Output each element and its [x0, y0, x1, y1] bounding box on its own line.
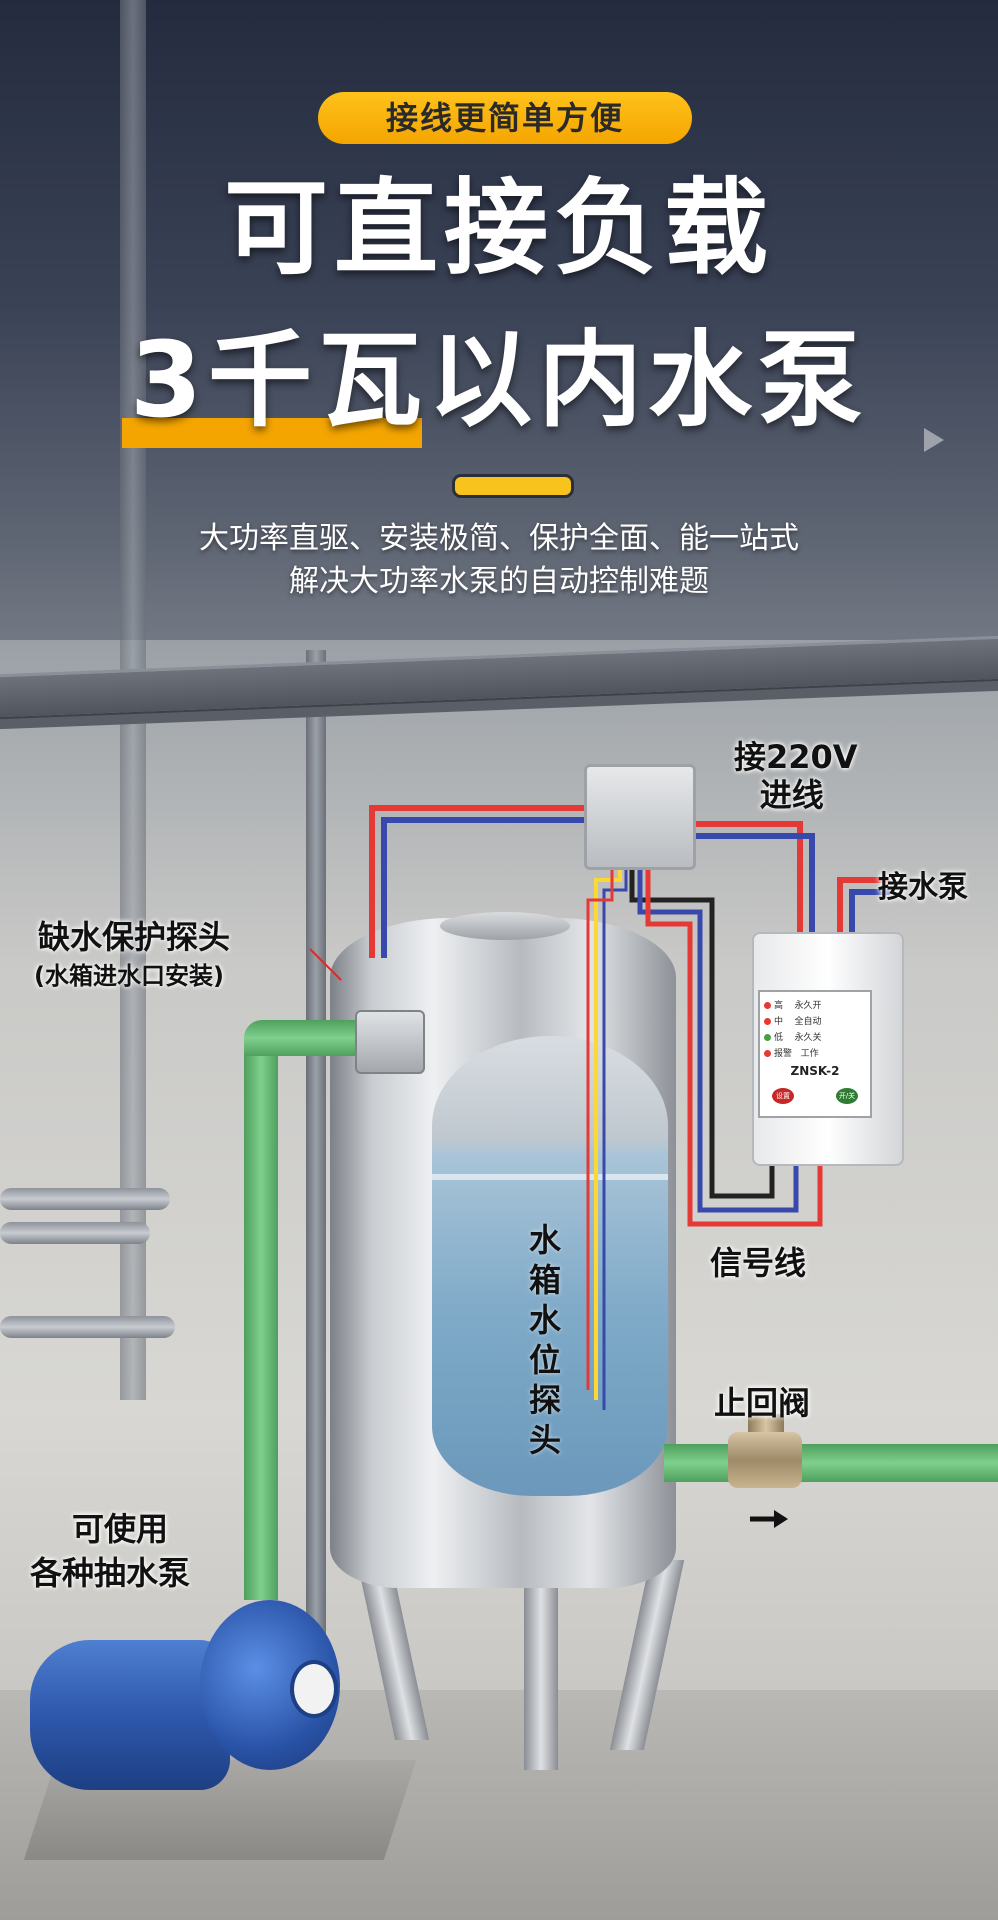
controller-row: 中 全自动	[764, 1014, 821, 1027]
controller-panel: 高 永久开 中 全自动 低 永久关 报警 工作 ZNSK-2 设置 开/关	[758, 990, 872, 1118]
dry-probe-sublabel: (水箱进水口安装)	[34, 962, 224, 990]
row-right-label: 工作	[800, 1049, 819, 1059]
power-input-line-2: 进线	[759, 776, 824, 814]
pump-inlet	[290, 1660, 338, 1718]
level-probe-char: 位	[528, 1341, 561, 1379]
check-valve	[728, 1432, 802, 1488]
controller-row: 低 永久关	[764, 1030, 821, 1043]
led-icon	[764, 1034, 771, 1041]
any-pump-label-1: 可使用	[72, 1510, 169, 1548]
water-surface	[432, 1174, 668, 1180]
level-probe-char: 水	[528, 1221, 561, 1259]
pump-output-label: 接水泵	[878, 870, 968, 905]
feature-badge: 接线更简单方便	[318, 92, 692, 144]
row-right-label: 永久关	[794, 1033, 822, 1043]
subtitle-line-1: 大功率直驱、安装极简、保护全面、能一站式	[199, 521, 799, 556]
level-probe-char: 头	[528, 1421, 561, 1459]
any-pump-label-2: 各种抽水泵	[30, 1554, 191, 1592]
wall-pipe	[0, 1316, 175, 1338]
controller-model: ZNSK-2	[790, 1064, 840, 1078]
wall-pipe	[0, 1222, 150, 1244]
signal-line-label: 信号线	[710, 1244, 807, 1282]
level-probe-label: 水 箱 水 位 探 头	[522, 1220, 568, 1460]
pump-motor	[30, 1640, 230, 1790]
inlet-pipe-horizontal	[244, 1020, 374, 1056]
power-input-line-1: 接220V	[734, 738, 858, 776]
level-probe-char: 水	[528, 1301, 561, 1339]
row-left-label: 低	[774, 1033, 784, 1043]
power-input-label: 接220V 进线	[734, 738, 858, 814]
tank-top-cap	[440, 912, 570, 940]
power-button[interactable]: 开/关	[836, 1088, 858, 1104]
row-left-label: 中	[774, 1017, 784, 1027]
led-icon	[764, 1018, 771, 1025]
led-icon	[764, 1002, 771, 1009]
check-valve-label: 止回阀	[714, 1384, 811, 1422]
level-probe-char: 探	[528, 1381, 561, 1419]
settings-button[interactable]: 设置	[772, 1088, 794, 1104]
row-right-label: 永久开	[794, 1001, 822, 1011]
tank-cutaway	[432, 1036, 668, 1496]
divider-pill	[452, 474, 574, 498]
arrow-right-icon	[750, 1510, 788, 1528]
row-left-label: 报警	[774, 1049, 793, 1059]
headline-highlight-bar	[122, 418, 422, 448]
wall-strut	[306, 650, 326, 1690]
controller-row: 报警 工作	[764, 1046, 819, 1059]
junction-box	[584, 764, 696, 870]
inlet-pipe-vertical	[244, 1040, 278, 1600]
headline-line-1: 可直接负载	[223, 167, 774, 289]
headline-line-2: 3千瓦以内水泵	[129, 319, 869, 441]
led-icon	[764, 1050, 771, 1057]
play-triangle-icon	[924, 428, 944, 452]
controller-row: 高 永久开	[764, 998, 821, 1011]
dry-probe-label: 缺水保护探头	[38, 918, 231, 956]
tank-leg	[524, 1560, 558, 1770]
outlet-pipe	[664, 1444, 998, 1482]
check-valve-cap	[748, 1414, 784, 1436]
dry-run-probe	[355, 1010, 425, 1074]
wall-pipe	[0, 1188, 170, 1210]
subtitle-line-2: 解决大功率水泵的自动控制难题	[289, 564, 709, 599]
level-probe-char: 箱	[528, 1261, 561, 1299]
row-right-label: 全自动	[794, 1017, 822, 1027]
row-left-label: 高	[774, 1001, 784, 1011]
